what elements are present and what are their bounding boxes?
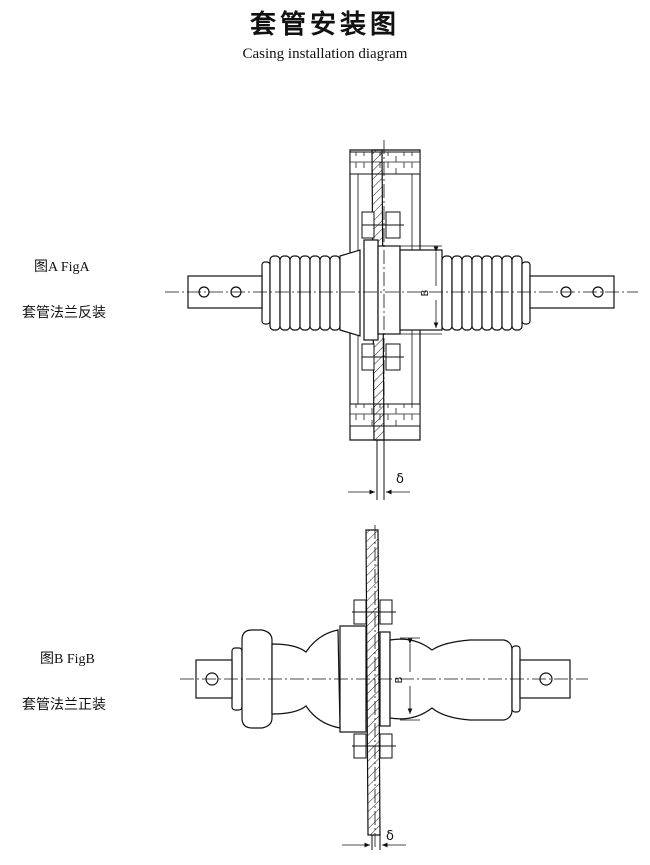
- fig-a-flange: [363, 239, 401, 341]
- fig-a-label: 图A FigA: [34, 260, 90, 275]
- fig-b-bolts: [352, 599, 396, 759]
- fig-b-label: 图B FigB: [40, 652, 95, 667]
- fig-a-wall: [349, 149, 421, 441]
- fig-b-plate: [365, 529, 381, 850]
- fig-b-right-insulator: [389, 638, 521, 721]
- fig-a-left-insulator: [261, 249, 361, 337]
- fig-b-description: 套管法兰正装: [22, 698, 106, 713]
- fig-b-b-label: B: [394, 676, 405, 683]
- fig-b-drawing: [180, 525, 588, 850]
- fig-b-left-insulator: [231, 629, 341, 729]
- fig-a-drawing: [165, 140, 638, 500]
- fig-b-dimension-b: [400, 637, 420, 721]
- page-subtitle: Casing installation diagram: [242, 46, 408, 62]
- fig-a-bolts: [361, 211, 404, 371]
- fig-a-delta-label: δ: [396, 472, 404, 487]
- fig-b-centerlines: [180, 525, 588, 850]
- fig-a-centerlines: [165, 140, 638, 445]
- fig-a-right-insulator: [441, 255, 531, 331]
- fig-b-delta-label: δ: [386, 829, 394, 844]
- fig-a-b-label: B: [420, 289, 431, 296]
- page-title: 套管安装图: [249, 10, 400, 40]
- fig-a-dimension-b: [400, 245, 442, 335]
- fig-a-body: [399, 249, 443, 331]
- fig-a-description: 套管法兰反装: [22, 306, 106, 321]
